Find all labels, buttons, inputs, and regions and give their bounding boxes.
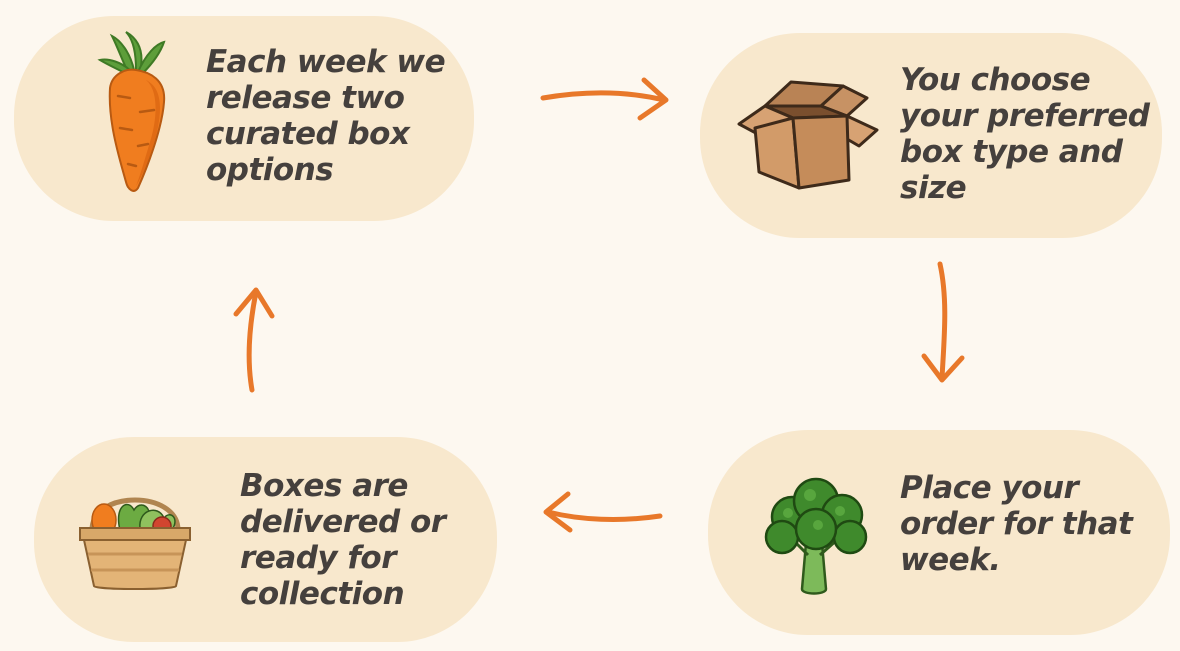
- arrow-left-icon: [543, 491, 663, 533]
- vegetable-basket-icon: [79, 497, 191, 590]
- step-card-1: [14, 16, 474, 221]
- cardboard-box-icon: [737, 80, 879, 190]
- carrot-icon: [97, 31, 166, 192]
- step-3-text: Place your order for that week.: [900, 470, 1133, 578]
- step-2-text: You choose your preferred box type and s…: [900, 62, 1150, 206]
- arrow-down-icon: [921, 261, 965, 383]
- step-1-text: Each week we release two curated box opt…: [206, 44, 446, 188]
- broccoli-icon: [764, 477, 868, 595]
- step-4-text: Boxes are delivered or ready for collect…: [240, 468, 446, 612]
- arrow-right-icon: [540, 77, 669, 121]
- arrow-up-icon: [233, 287, 275, 393]
